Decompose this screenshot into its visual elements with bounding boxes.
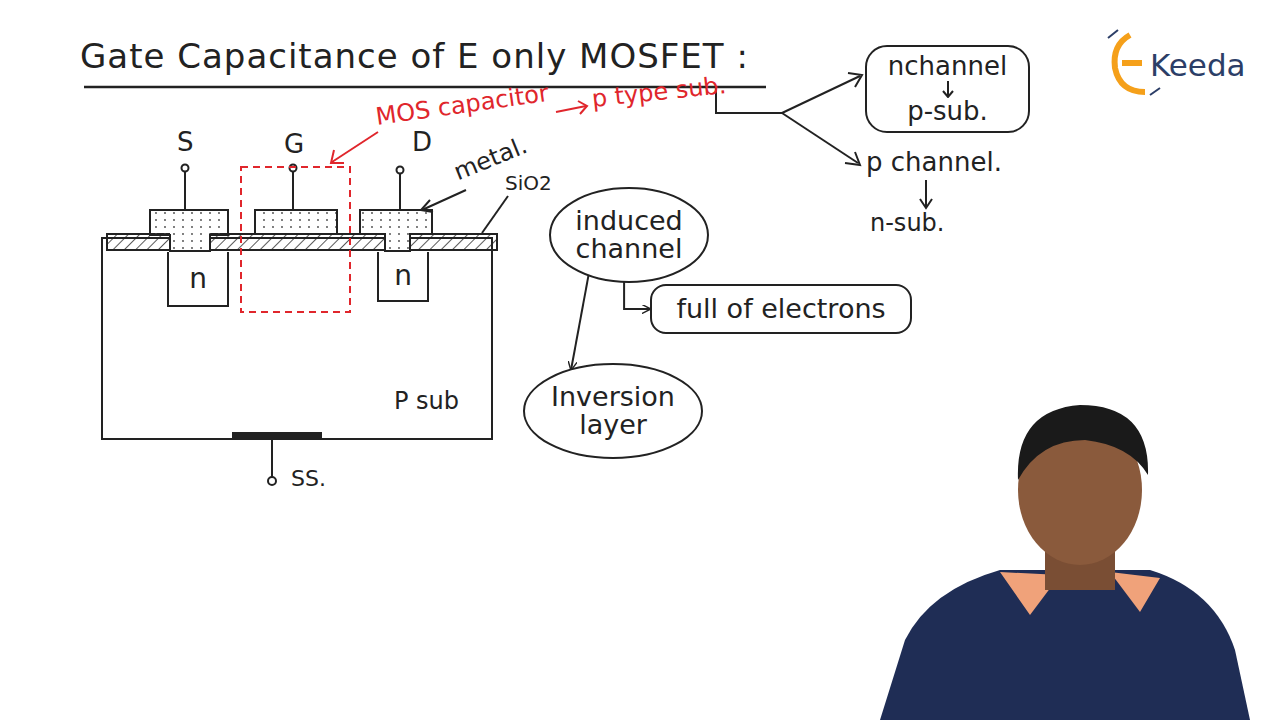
n-region: n (377, 252, 429, 302)
node-content: Inversion layer (522, 362, 704, 460)
arrow-line (943, 81, 953, 97)
node-content: P sub (103, 239, 491, 438)
channel-note: n-sub. (870, 210, 944, 236)
part-name: SiO2 (505, 172, 552, 194)
terminal-dot (290, 165, 297, 172)
red-leader (332, 132, 378, 162)
substrate-wire (271, 440, 273, 477)
terminal-name: G (284, 130, 304, 159)
person-shirt (880, 570, 1250, 720)
inner-arrow (940, 80, 956, 98)
branch-line (716, 88, 782, 113)
metal-leader (422, 190, 466, 210)
node-text: p-sub. (907, 98, 988, 125)
terminal-dot (268, 477, 276, 485)
oval-shape (524, 364, 702, 458)
node-content: induced channel (548, 186, 710, 284)
red-arrow (556, 106, 586, 112)
drain-wire (399, 173, 401, 210)
node-text: full of electrons (676, 295, 885, 323)
arrow-head (920, 199, 932, 208)
branch-arrow (782, 76, 860, 113)
arrow-head (845, 152, 860, 165)
red-note: MOS capacitor (374, 80, 550, 130)
connector-arrow (624, 282, 650, 309)
branch-arrow (782, 113, 858, 163)
node-text: Inversion layer (546, 383, 681, 440)
terminal-name: SS. (291, 467, 326, 491)
concept-oval: Inversion layer (522, 362, 704, 460)
arrow-head (848, 73, 862, 87)
gate-metal (255, 210, 337, 234)
logo-mark (1108, 30, 1160, 95)
person-hair (1018, 405, 1148, 480)
connector-arrow (571, 275, 588, 369)
drain-metal (360, 210, 432, 251)
concept-oval: induced channel (548, 186, 710, 284)
contact-gap (170, 233, 210, 251)
oxide-layer (107, 234, 497, 250)
node-content: nchannel p-sub. (867, 47, 1028, 131)
source-wire (184, 171, 186, 210)
concept-box: full of electrons (650, 284, 912, 334)
red-note: p type sub. (591, 72, 728, 112)
terminal-dot (397, 167, 404, 174)
part-name: metal. (450, 132, 531, 185)
n-region: n (167, 252, 229, 307)
logo-mark (1122, 60, 1142, 66)
arrow-head (578, 101, 587, 114)
node-content: n (169, 252, 227, 305)
oval-shape (550, 188, 708, 282)
logo-text: Keeda (1150, 48, 1246, 82)
terminal-name: S (177, 128, 194, 157)
gate-wire (292, 171, 294, 210)
channel-type-box: nchannel p-sub. (865, 45, 1030, 133)
arrow-head (331, 150, 344, 163)
source-metal (150, 210, 228, 251)
diagram-title: Gate Capacitance of E only MOSFET : (80, 38, 749, 75)
node-text: induced channel (567, 207, 692, 264)
arrow-head (421, 200, 433, 212)
node-content: n (379, 252, 427, 300)
node-text: nchannel (888, 53, 1007, 80)
mos-capacitor-outline (241, 167, 350, 312)
oxide-leader (482, 196, 508, 233)
logo-mark (1115, 35, 1145, 92)
node-text: P sub (394, 389, 459, 414)
terminal-name: D (412, 128, 432, 157)
node-text: n (189, 264, 207, 293)
down-arrow (925, 180, 927, 207)
title-underline (84, 86, 766, 89)
channel-note: p channel. (866, 148, 1002, 177)
contact-gap (385, 233, 410, 251)
terminal-dot (182, 165, 189, 172)
node-content: full of electrons (652, 286, 910, 332)
node-text: n (394, 261, 412, 290)
substrate-box: P sub n n (101, 237, 493, 440)
